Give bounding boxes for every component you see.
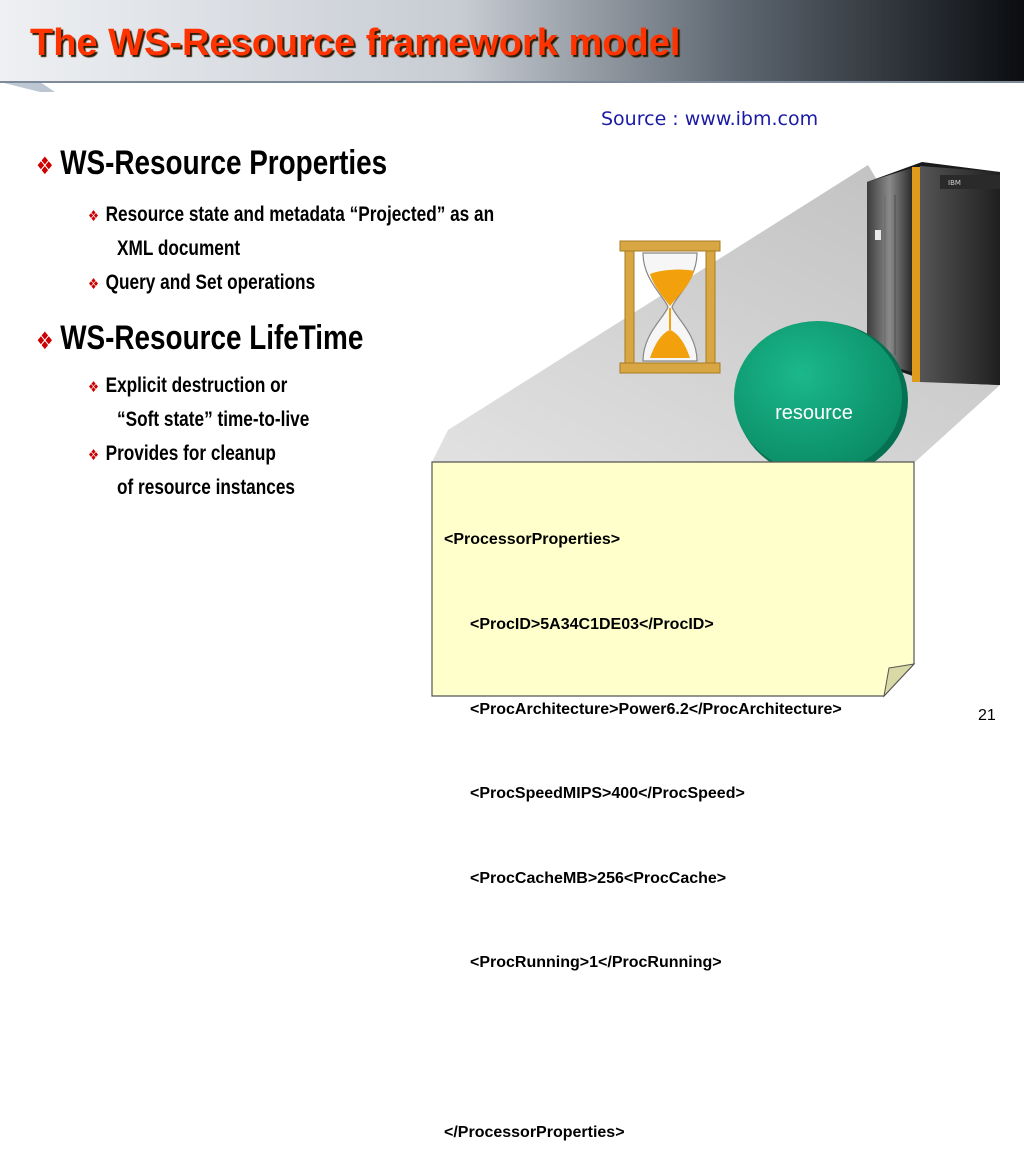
bullet-text: Resource state and metadata “Projected” …: [105, 203, 495, 226]
server-rack-icon: IBM: [867, 162, 1000, 385]
section-heading-text: WS-Resource LifeTime: [60, 319, 364, 357]
bullet-continuation: “Soft state” time-to-live: [117, 408, 310, 431]
xml-line: <ProcID>5A34C1DE03</ProcID>: [470, 616, 714, 633]
diamond-bullet-icon: ❖: [88, 378, 100, 396]
bullet-item: ❖ Resource state and metadata “Projected…: [88, 203, 494, 227]
xml-line: <ProcessorProperties>: [444, 531, 621, 549]
section-heading-text: WS-Resource Properties: [60, 144, 388, 182]
xml-line: <ProcCacheMB>256<ProcCache>: [470, 869, 727, 887]
bullet-text: Query and Set operations: [105, 271, 316, 294]
svg-text:IBM: IBM: [948, 179, 961, 187]
bullet-continuation: of resource instances: [117, 476, 296, 499]
xml-line: [444, 1034, 842, 1062]
xml-line: <ProcArchitecture>Power6.2</ProcArchitec…: [470, 700, 842, 718]
diamond-bullet-icon: ❖: [88, 275, 100, 293]
xml-line: <ProcSpeedMIPS>400</ProcSpeed>: [470, 785, 745, 803]
xml-line: <ProcRunning>1</ProcRunning>: [470, 954, 722, 972]
resource-disk: [734, 321, 908, 478]
bullet-text: Provides for cleanup: [105, 442, 276, 465]
xml-document: <ProcessorProperties> <ProcID>5A34C1DE03…: [444, 470, 842, 1175]
bullet-text: Explicit destruction or: [105, 374, 288, 397]
hourglass-icon: [619, 240, 721, 374]
diamond-bullet-icon: ❖: [36, 152, 54, 180]
diamond-bullet-icon: ❖: [88, 446, 100, 464]
bullet-continuation: XML document: [117, 237, 241, 260]
bullet-item: ❖ Provides for cleanup: [88, 442, 276, 466]
resource-label: resource: [775, 402, 853, 424]
section-heading-properties: ❖ WS-Resource Properties: [36, 144, 387, 183]
xml-note: [431, 461, 916, 698]
section-heading-lifetime: ❖ WS-Resource LifeTime: [36, 319, 363, 358]
diamond-bullet-icon: ❖: [88, 207, 100, 225]
source-credit: Source : www.ibm.com: [601, 108, 819, 130]
page-number: 21: [978, 707, 996, 724]
bullet-item: ❖ Query and Set operations: [88, 271, 315, 295]
header-banner: [0, 0, 1024, 92]
bullet-item: ❖ Explicit destruction or: [88, 374, 287, 398]
diamond-bullet-icon: ❖: [36, 327, 54, 355]
diagram-artwork: IBM: [431, 162, 1000, 698]
slide-title: The WS-Resource framework model: [30, 22, 681, 64]
xml-line: </ProcessorProperties>: [444, 1123, 625, 1141]
